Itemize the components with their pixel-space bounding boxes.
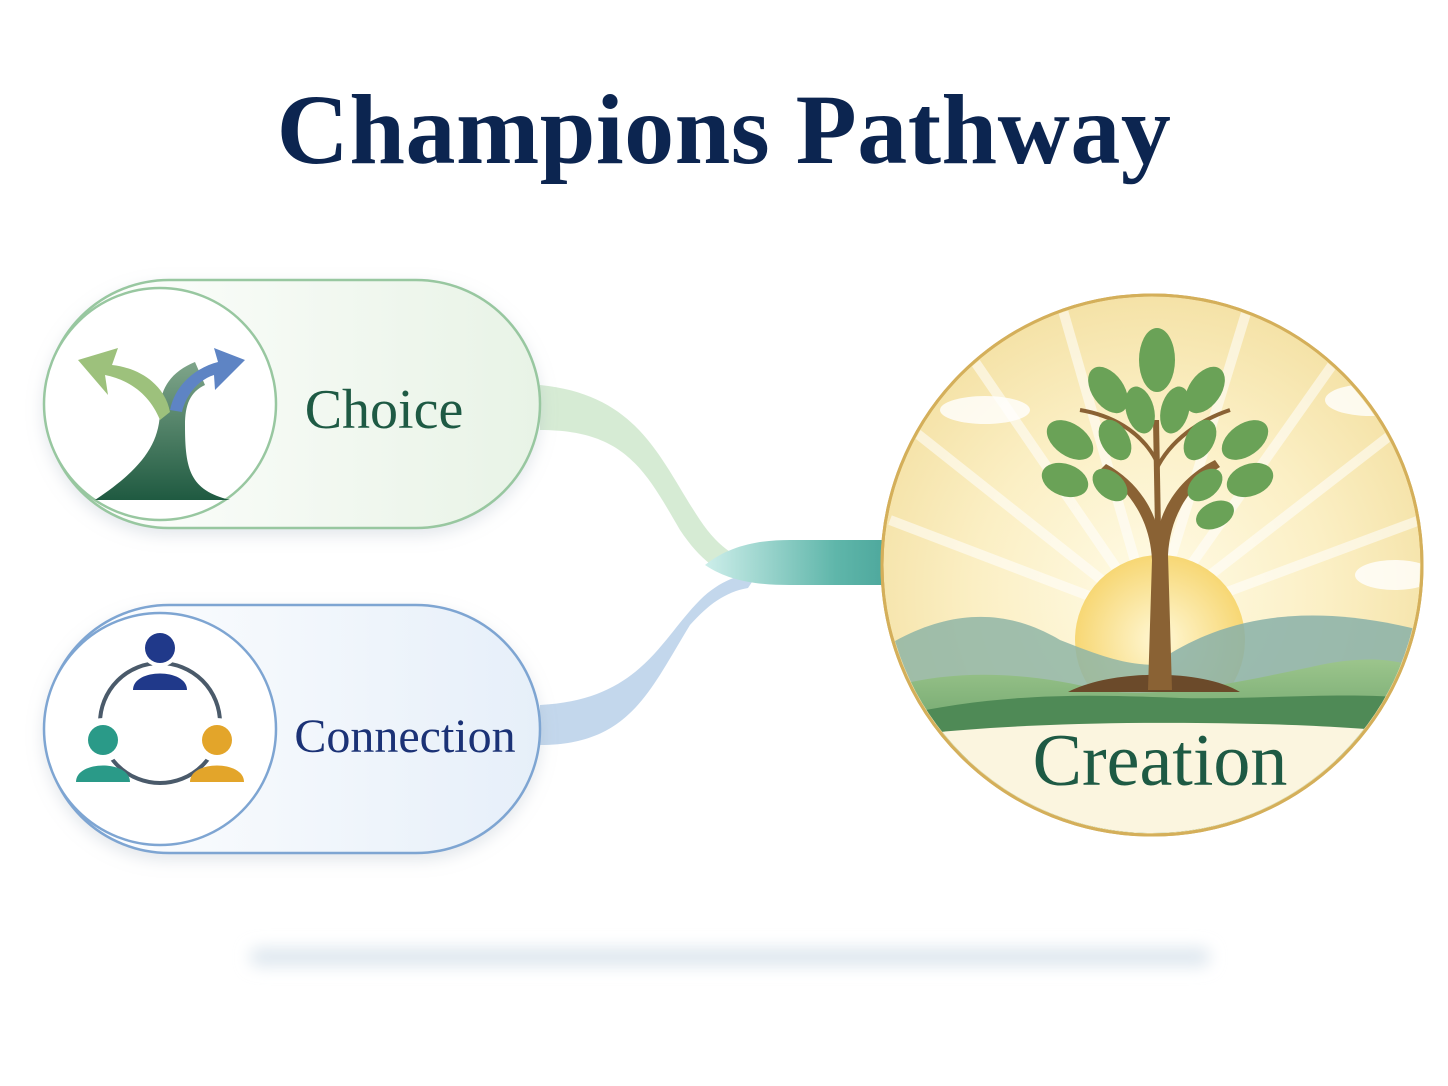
creation-label: Creation (1033, 720, 1288, 802)
choice-connector (540, 385, 760, 580)
growing-tree-icon (1041, 328, 1274, 692)
branching-path-icon (78, 348, 245, 500)
floor-shadow (250, 948, 1210, 966)
people-network-icon (76, 629, 244, 785)
choice-label: Choice (305, 379, 464, 441)
connection-label: Connection (294, 710, 515, 763)
page-title: Champions Pathway (276, 74, 1172, 185)
pathway-arrow (705, 512, 995, 612)
connection-connector (540, 570, 760, 745)
connection-node (42, 603, 542, 855)
